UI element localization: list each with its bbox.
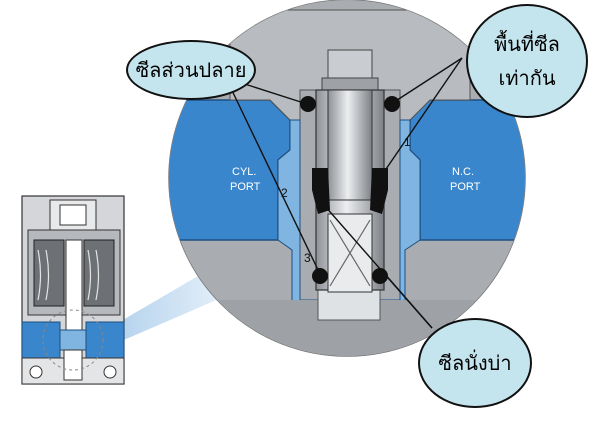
end-seal-label: ซีลส่วนปลาย [135, 58, 247, 82]
callout-seat-seal: ซีลนั่งบ่า [418, 318, 532, 408]
callout-equal-seal-area: พื้นที่ซีล เท่ากัน [466, 4, 588, 118]
equal-seal-area-line2: เท่ากัน [498, 66, 556, 90]
number-3: 3 [304, 251, 311, 265]
number-1: 1 [404, 135, 411, 149]
cyl-port-label-line2: PORT [230, 181, 261, 193]
nc-port-label-line1: N.C. [452, 166, 474, 178]
equal-seal-area-line1: พื้นที่ซีล [494, 32, 560, 56]
solenoid-valve-small [21, 195, 125, 385]
cyl-port-label-line1: CYL. [232, 166, 256, 178]
number-2: 2 [281, 186, 288, 200]
callout-end-seal: ซีลส่วนปลาย [126, 40, 256, 100]
seat-seal-label: ซีลนั่งบ่า [438, 351, 512, 375]
nc-port-label-line2: PORT [450, 181, 481, 193]
zoom-beam [92, 262, 235, 352]
